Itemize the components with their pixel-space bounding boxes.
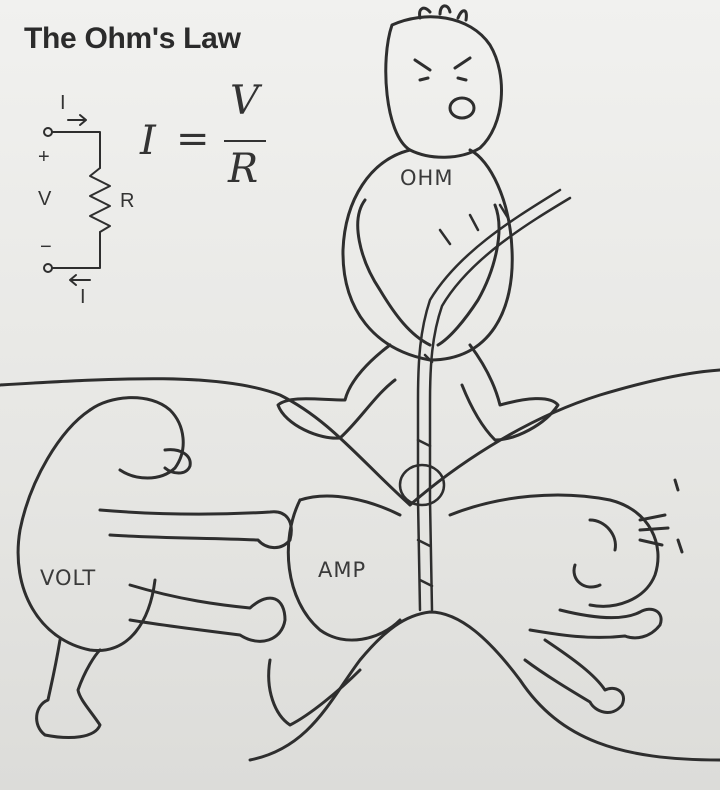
- amp-sweat: [638, 478, 684, 554]
- circuit-label-minus: −: [40, 236, 52, 258]
- hill-base-outline: [248, 610, 720, 762]
- formula-equals: =: [176, 116, 210, 162]
- ohm-leg-right: [460, 343, 560, 442]
- page-title: The Ohm's Law: [24, 22, 241, 55]
- current-arrow-bottom: [69, 274, 91, 286]
- amp-body-right: [448, 493, 660, 608]
- amp-leg: [267, 658, 362, 727]
- ohm-arm-right: [436, 203, 501, 347]
- circuit-label-voltage: V: [38, 188, 52, 210]
- resistor-zigzag: [89, 167, 111, 233]
- circuit-label-plus: +: [38, 146, 50, 168]
- volt-leg-back: [35, 638, 102, 740]
- amp-character: [267, 478, 684, 727]
- rope-knot: [398, 463, 446, 507]
- amp-body-top: [298, 494, 402, 517]
- ohm-character: [276, 4, 560, 442]
- current-arrow-top: [67, 114, 87, 126]
- formula-resistance: R: [228, 146, 259, 192]
- ohm-head: [384, 15, 503, 159]
- fraction-bar: [224, 140, 266, 142]
- ohm-leg-left: [276, 343, 397, 440]
- rope: [398, 188, 572, 612]
- circuit-label-current-top: I: [60, 92, 66, 114]
- circuit-label-current-bottom: I: [80, 286, 86, 308]
- formula-current: I: [140, 118, 156, 164]
- ohm-label: OHM: [400, 166, 454, 190]
- volt-head: [88, 396, 185, 480]
- volt-leg-front: [128, 583, 287, 643]
- amp-body-left: [286, 498, 402, 642]
- circuit-label-resistor: R: [120, 190, 135, 212]
- ohm-mouth: [448, 96, 476, 120]
- amp-arm-1: [528, 607, 663, 640]
- terminal-top: [43, 127, 53, 137]
- amp-face: [572, 518, 617, 589]
- amp-label: AMP: [318, 558, 367, 582]
- formula-voltage: V: [230, 78, 259, 124]
- volt-label: VOLT: [40, 566, 97, 590]
- volt-arm-upper: [98, 508, 293, 549]
- hill-outline: [0, 368, 720, 507]
- circuit-diagram: [43, 114, 111, 286]
- ohms-law-formula: I = V R: [140, 78, 280, 198]
- wire-bottom: [51, 231, 101, 269]
- terminal-bottom: [43, 263, 53, 273]
- ohm-brows: [413, 56, 472, 82]
- ohm-hair: [418, 4, 468, 22]
- wire-top: [51, 131, 101, 169]
- ohm-arm-left: [356, 198, 432, 347]
- volt-body: [16, 408, 157, 652]
- volt-nose: [163, 448, 192, 475]
- amp-arm-2: [523, 638, 625, 714]
